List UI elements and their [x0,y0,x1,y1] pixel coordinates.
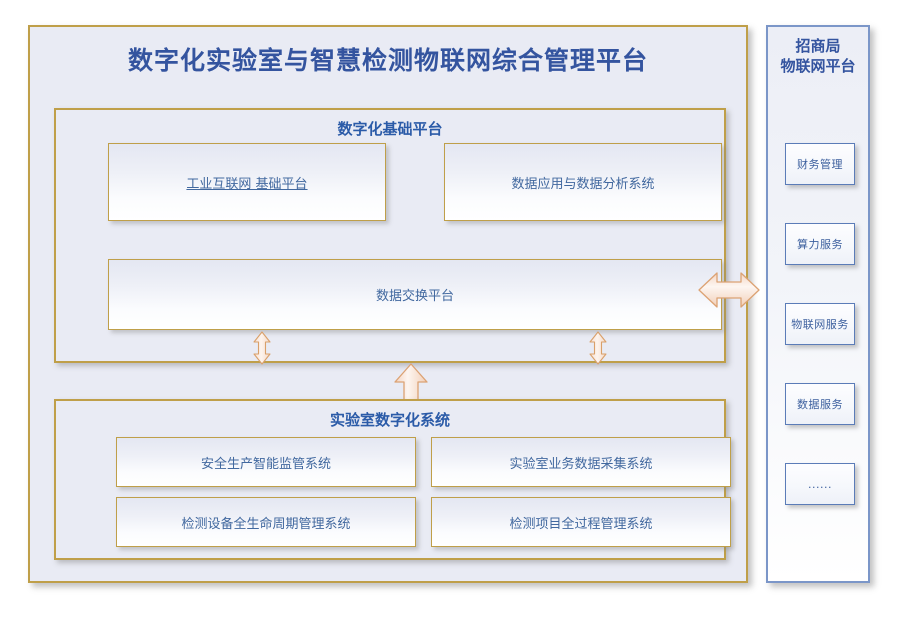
iot-platform-sidebar: 招商局 物联网平台 财务管理 算力服务 物联网服务 数据服务 ...... [766,25,870,583]
sidebar-item-label: 财务管理 [797,158,843,171]
sidebar-item-financial-management[interactable]: 财务管理 [785,143,855,185]
sidebar-item-more[interactable]: ...... [785,463,855,505]
box-lab-business-data-collection-system[interactable]: 实验室业务数据采集系统 [431,437,731,487]
section-lab-digital-system: 实验室数字化系统 安全生产智能监管系统 实验室业务数据采集系统 检测设备全生命周… [54,399,731,560]
box-industrial-internet-platform[interactable]: 工业互联网 基础平台 [108,143,386,221]
box-label-industrial-internet-platform: 工业互联网 基础平台 [186,176,308,192]
box-data-application-analysis-system[interactable]: 数据应用与数据分析系统 [444,143,722,221]
box-label-equipment-lifecycle-management-system: 检测设备全生命周期管理系统 [181,516,351,532]
box-label-project-whole-process-management-system: 检测项目全过程管理系统 [509,516,653,532]
main-platform-frame: 数字化实验室与智慧检测物联网综合管理平台 数字化基础平台 工业互联网 基础平台 … [28,25,748,583]
section-digital-base-platform: 数字化基础平台 工业互联网 基础平台 数据应用与数据分析系统 数据交换平台 [54,108,726,365]
sidebar-item-label: 物联网服务 [791,318,849,331]
box-project-whole-process-management-system[interactable]: 检测项目全过程管理系统 [431,497,731,547]
sidebar-item-label: 算力服务 [797,238,843,251]
box-equipment-lifecycle-management-system[interactable]: 检测设备全生命周期管理系统 [116,497,416,547]
sidebar-item-label: 数据服务 [797,398,843,411]
double-arrow-vertical-icon [588,331,608,365]
sidebar-title: 招商局 物联网平台 [780,37,856,75]
box-label-lab-business-data-collection-system: 实验室业务数据采集系统 [509,456,653,472]
sidebar-item-computing-service[interactable]: 算力服务 [785,223,855,265]
box-label-data-exchange-platform: 数据交换平台 [375,289,454,304]
box-safety-production-supervision-system[interactable]: 安全生产智能监管系统 [116,437,416,487]
box-data-exchange-platform[interactable]: 数据交换平台 [108,259,722,330]
sidebar-item-data-service[interactable]: 数据服务 [785,383,855,425]
box-label-safety-production-supervision-system: 安全生产智能监管系统 [200,456,331,472]
section-title-lab-digital-system: 实验室数字化系统 [329,411,450,429]
sidebar-item-iot-service[interactable]: 物联网服务 [785,303,855,345]
double-arrow-vertical-icon [252,331,272,365]
box-label-data-application-analysis-system: 数据应用与数据分析系统 [511,176,655,192]
sidebar-item-label: ...... [808,477,832,491]
page-title: 数字化实验室与智慧检测物联网综合管理平台 [127,46,648,75]
section-title-digital-base-platform: 数字化基础平台 [337,120,443,138]
